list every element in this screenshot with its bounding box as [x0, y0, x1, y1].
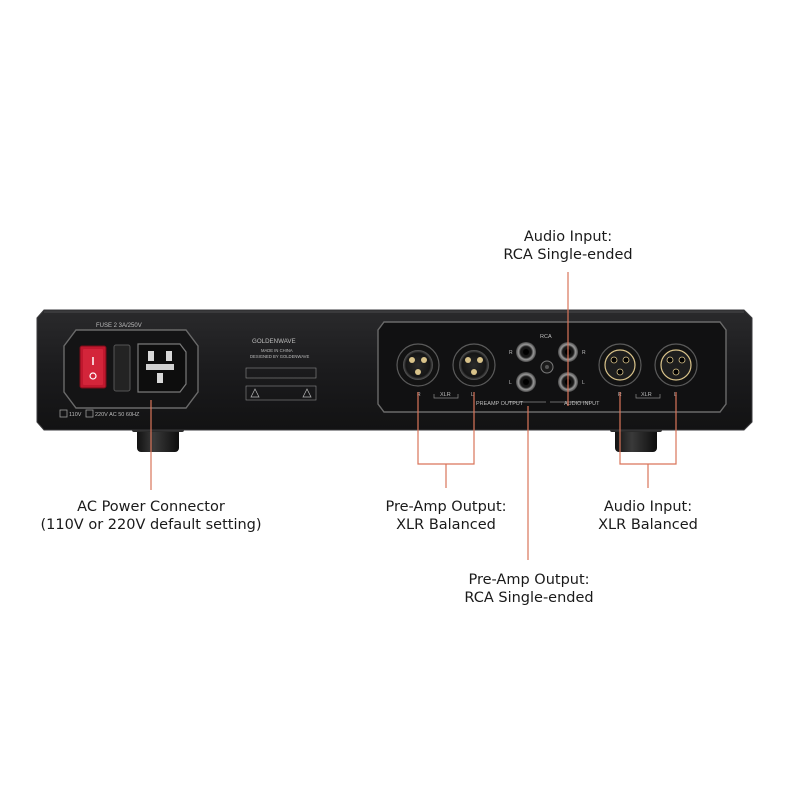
- label-audio-input-rca: Audio Input: RCA Single-ended: [486, 228, 650, 264]
- label-audio-input-rca-line1: Audio Input:: [523, 229, 613, 245]
- r-mark: R: [582, 350, 586, 356]
- rca-text: RCA: [540, 334, 552, 340]
- fuse-holder: [113, 344, 131, 392]
- ground-terminal: [540, 360, 554, 374]
- leader-lines: [150, 272, 677, 560]
- voltage-110-text: 110V: [69, 412, 82, 418]
- audio-input-text: AUDIO INPUT: [564, 401, 600, 407]
- brand-text: GOLDENWAVE: [252, 338, 296, 345]
- label-ac-power-line1: AC Power Connector: [77, 499, 225, 515]
- l-mark: L: [509, 380, 512, 386]
- label-audio-input-xlr-line2: XLR Balanced: [598, 517, 698, 533]
- r-mark: R: [509, 350, 513, 356]
- l-mark: L: [582, 380, 585, 386]
- label-audio-input-rca-line2: RCA Single-ended: [503, 247, 633, 263]
- xlr-output-r: [396, 343, 440, 387]
- label-ac-power-line2: (110V or 220V default setting): [40, 517, 262, 533]
- label-preamp-rca-line2: RCA Single-ended: [464, 590, 594, 606]
- label-preamp-xlr-line1: Pre-Amp Output:: [385, 499, 507, 515]
- rca-output-r: [516, 342, 536, 362]
- r-mark: R: [417, 392, 421, 398]
- fuse-text: FUSE 2 3A/250V: [96, 323, 142, 329]
- made-in-text: MADE IN CHINA: [261, 348, 293, 353]
- rca-output-l: [516, 372, 536, 392]
- l-mark: L: [471, 392, 474, 398]
- xlr-output-l: [452, 343, 496, 387]
- power-inlet-area: [63, 329, 199, 409]
- label-preamp-rca: Pre-Amp Output: RCA Single-ended: [444, 571, 614, 607]
- label-ac-power: AC Power Connector (110V or 220V default…: [26, 498, 276, 534]
- designed-by-text: DESIGNED BY GOLDENWAVE: [250, 354, 309, 359]
- label-preamp-xlr: Pre-Amp Output: XLR Balanced: [371, 498, 521, 534]
- voltage-220-text: 220V AC 50 60HZ: [95, 412, 140, 418]
- label-preamp-xlr-line2: XLR Balanced: [396, 517, 496, 533]
- xlr-input-l: [654, 343, 698, 387]
- label-audio-input-xlr-line1: Audio Input:: [603, 499, 693, 515]
- label-preamp-rca-line1: Pre-Amp Output:: [468, 572, 590, 588]
- xlr-in-text: XLR: [641, 392, 652, 398]
- preamp-output-text: PREAMP OUTPUT: [476, 401, 524, 407]
- xlr-out-text: XLR: [440, 392, 451, 398]
- xlr-input-r: [598, 343, 642, 387]
- label-audio-input-xlr: Audio Input: XLR Balanced: [578, 498, 718, 534]
